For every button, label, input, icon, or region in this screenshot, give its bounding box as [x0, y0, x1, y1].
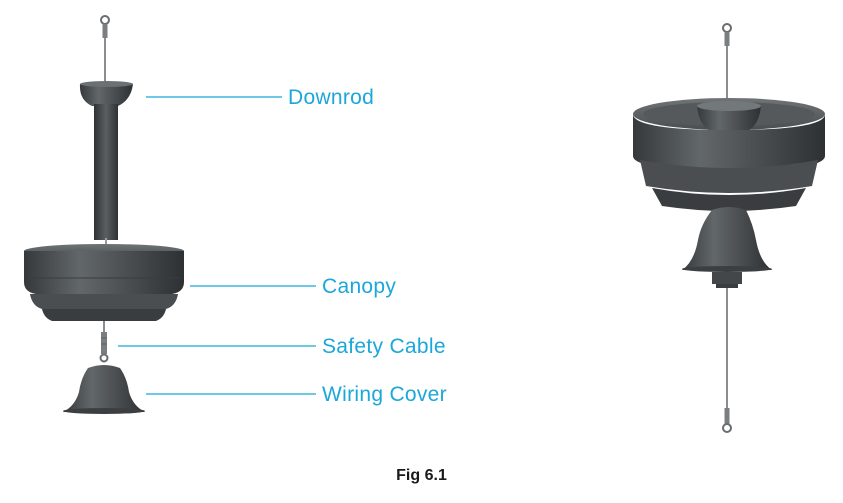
downrod-tube [94, 104, 118, 240]
exploded-assembly [24, 15, 184, 414]
safety-cable-part [99, 321, 109, 363]
callout-label-downrod: Downrod [288, 86, 375, 109]
callout-label-safety-cable: Safety Cable [322, 335, 446, 358]
leader-lines [118, 96, 316, 395]
top-eyelet [100, 15, 110, 84]
assembled-fixture [633, 23, 825, 433]
callout-label-wiring-cover: Wiring Cover [322, 383, 447, 406]
canopy-part [24, 244, 184, 321]
callout-label-canopy: Canopy [322, 275, 397, 298]
figure-caption: Fig 6.1 [396, 467, 447, 484]
downrod-ball-cap [79, 84, 133, 106]
wiring-cover-part [63, 365, 145, 414]
